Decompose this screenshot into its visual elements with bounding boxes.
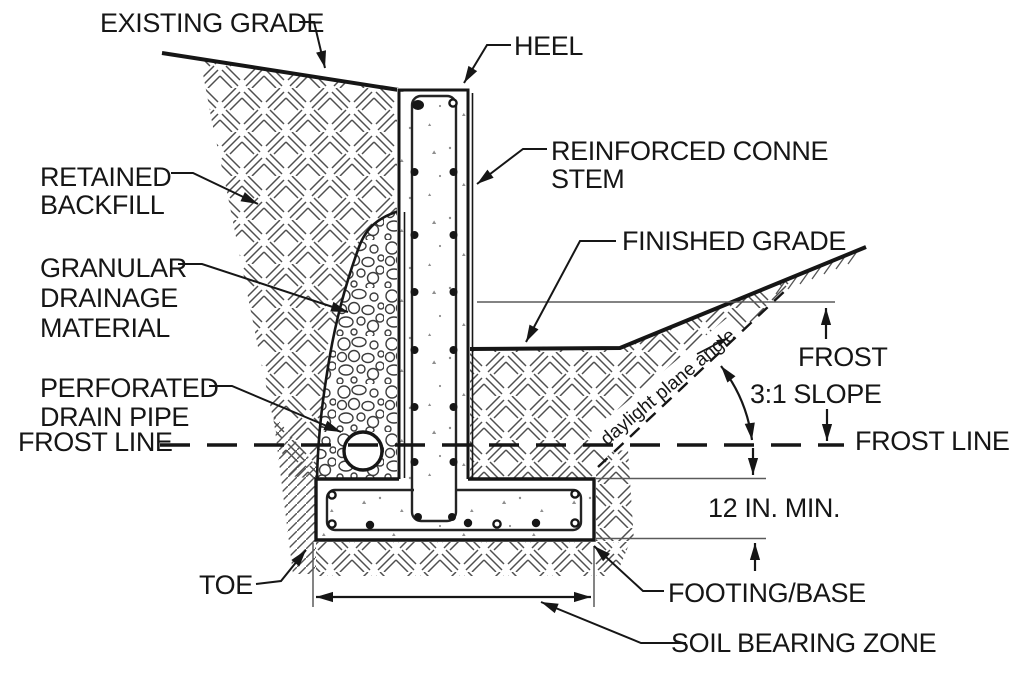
footing-rebar-dots bbox=[327, 489, 580, 530]
finished-grade-line bbox=[469, 245, 867, 351]
retained-backfill-leader bbox=[171, 172, 259, 205]
leader-layer bbox=[171, 21, 686, 644]
granular-leader bbox=[178, 263, 349, 313]
perforated-label-2: DRAIN PIPE bbox=[40, 402, 189, 432]
dimension-layer bbox=[160, 287, 844, 607]
toe-label: TOE bbox=[199, 570, 253, 600]
granular-label-3: MATERIAL bbox=[40, 313, 170, 343]
existing-grade-line bbox=[161, 51, 400, 92]
existing-grade-leader bbox=[299, 21, 327, 69]
labels-layer: EXISTING GRADE HEEL RETAINED BACKFILL RE… bbox=[18, 8, 1010, 658]
daylight-label-halo bbox=[587, 315, 749, 458]
footing-base-label: FOOTING/BASE bbox=[668, 578, 866, 608]
finished-grade-leader bbox=[525, 240, 616, 343]
reinforced-stem-label-2: STEM bbox=[551, 164, 624, 194]
soil-under-footing bbox=[316, 542, 630, 576]
finished-grade-label: FINISHED GRADE bbox=[622, 226, 846, 256]
excavation-band bbox=[273, 414, 316, 574]
reinforced-stem-leader bbox=[476, 148, 547, 185]
retained-backfill-label-2: BACKFILL bbox=[40, 190, 165, 220]
soil-right-of-footing bbox=[596, 450, 634, 541]
frost-depth-label-1: FROST bbox=[798, 342, 888, 372]
heel-leader bbox=[463, 44, 511, 84]
footing-base-leader bbox=[593, 545, 664, 592]
frost-line-label-right: FROST LINE bbox=[855, 426, 1010, 456]
frost-depth-label-2: 3:1 SLOPE bbox=[750, 379, 881, 409]
granular-label-2: DRAINAGE bbox=[40, 283, 178, 313]
soil-bearing-leader bbox=[540, 601, 686, 644]
granular-label-1: GRANULAR bbox=[40, 253, 187, 283]
reinforced-stem-label-1: REINFORCED CONNE bbox=[551, 136, 828, 166]
footing-outline bbox=[314, 477, 596, 542]
perforated-leader bbox=[209, 385, 342, 433]
toe-leader bbox=[255, 549, 307, 585]
soil-bearing-zone-label: SOIL BEARING ZONE bbox=[671, 628, 936, 658]
retained-backfill-label-1: RETAINED bbox=[40, 162, 171, 192]
daylight-angle-arc bbox=[720, 365, 755, 441]
grade-lines bbox=[161, 51, 867, 351]
granular-boundary-curve bbox=[315, 208, 403, 480]
granular-region bbox=[317, 211, 401, 479]
stem-rebar-dots bbox=[410, 98, 458, 521]
footing-depth-label: 12 IN. MIN. bbox=[708, 493, 840, 523]
retained-backfill-region bbox=[200, 58, 399, 479]
heel-label: HEEL bbox=[514, 31, 583, 61]
daylight-label-tick bbox=[696, 337, 729, 355]
existing-grade-label: EXISTING GRADE bbox=[100, 8, 324, 38]
cage-junction-mask bbox=[414, 481, 456, 519]
drain-pipe bbox=[342, 430, 384, 472]
stem-rebar-cage bbox=[410, 94, 458, 523]
stem-outline bbox=[397, 88, 470, 479]
perforated-label-1: PERFORATED bbox=[40, 373, 219, 403]
wall-structure bbox=[314, 88, 596, 542]
frost-line-label-left: FROST LINE bbox=[18, 427, 173, 457]
